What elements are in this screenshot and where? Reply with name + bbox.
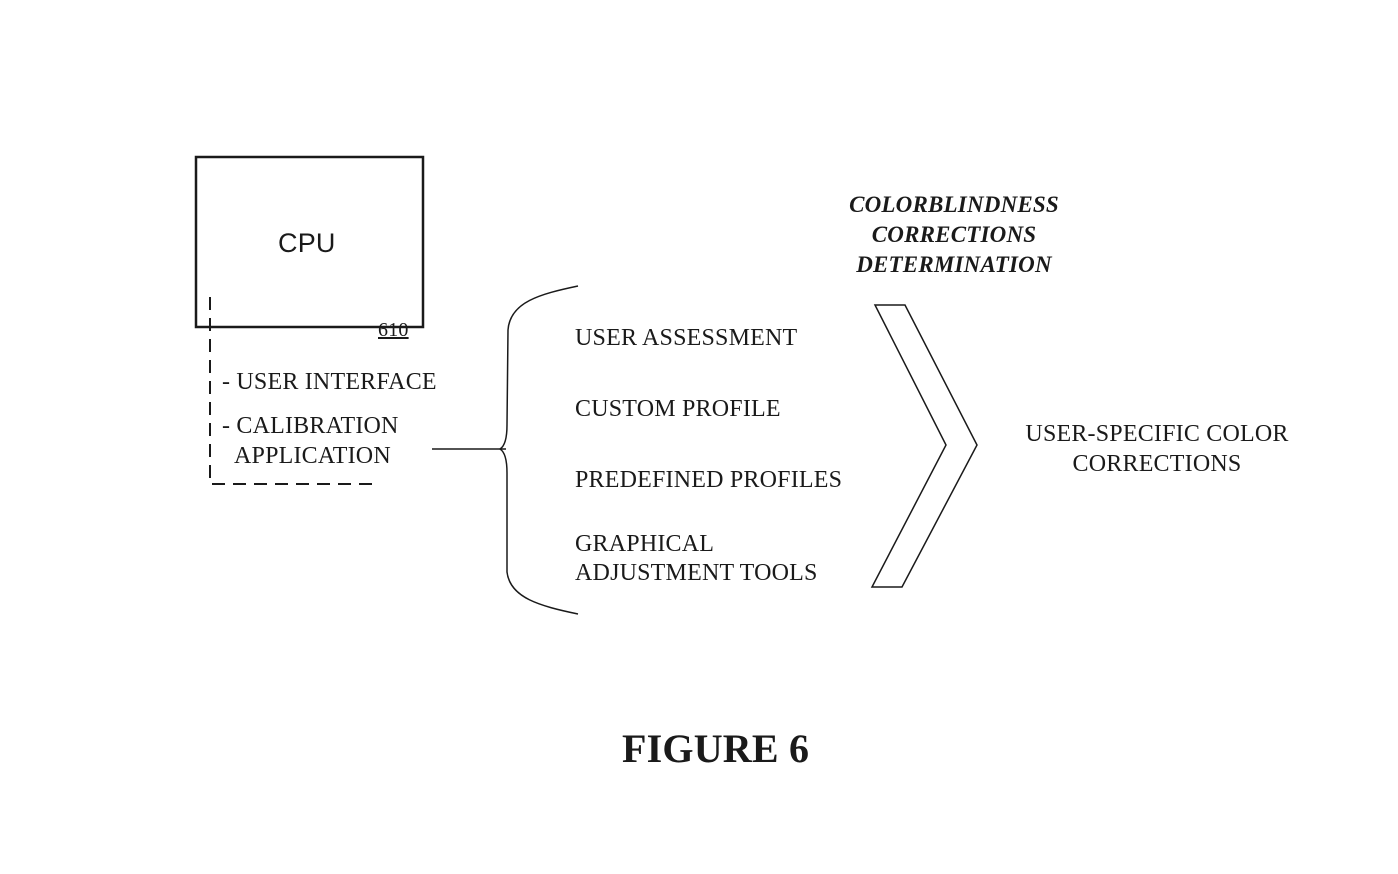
- method-custom-profile: CUSTOM PROFILE: [575, 396, 781, 422]
- cpu-dashed-bracket: [209, 297, 380, 485]
- method-predefined-profiles: PREDEFINED PROFILES: [575, 467, 843, 493]
- cpu-box: [194, 155, 425, 329]
- result-line: USER-SPECIFIC COLOR: [1025, 421, 1289, 447]
- method-adjustment-tools: ADJUSTMENT TOOLS: [575, 560, 818, 586]
- feature-application: APPLICATION: [234, 443, 391, 469]
- method-user-assessment: USER ASSESSMENT: [575, 325, 798, 351]
- cpu-label: CPU: [278, 228, 336, 258]
- figure-caption: FIGURE 6: [622, 726, 810, 771]
- heading-line: DETERMINATION: [856, 252, 1052, 277]
- feature-user-interface: - USER INTERFACE: [222, 369, 437, 395]
- result-line: CORRECTIONS: [1072, 451, 1242, 477]
- heading-line: COLORBLINDNESS: [849, 192, 1059, 217]
- chevron-arrow: [870, 304, 978, 588]
- curly-brace: [498, 285, 579, 615]
- heading-line: CORRECTIONS: [871, 222, 1037, 247]
- heading-colorblindness-corrections: COLORBLINDNESS CORRECTIONS DETERMINATION: [838, 190, 1070, 280]
- feature-calibration: - CALIBRATION: [222, 413, 399, 439]
- result-user-specific-corrections: USER-SPECIFIC COLOR CORRECTIONS: [1012, 419, 1302, 479]
- method-graphical: GRAPHICAL: [575, 531, 715, 557]
- cpu-reference-number: 610: [378, 319, 409, 341]
